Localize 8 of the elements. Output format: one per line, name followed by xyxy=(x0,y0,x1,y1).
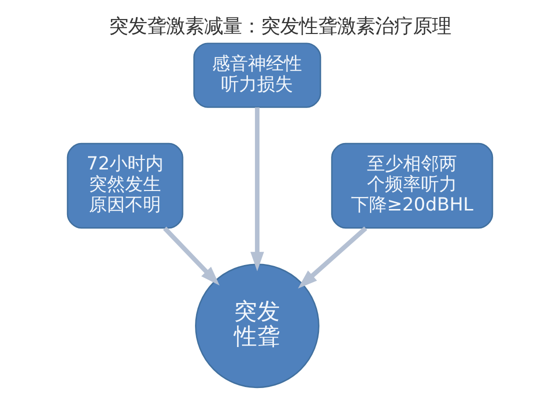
node-circle: 突发性聋 xyxy=(195,264,320,388)
arrow xyxy=(250,107,264,272)
diagram-title: 突发聋激素减量：突发性聋激素治疗原理 xyxy=(109,14,451,38)
arrow xyxy=(298,226,368,288)
node-box: 至少相邻两个频率听力下降≥20dBHL xyxy=(331,142,494,229)
node-box: 72小时内突然发生原因不明 xyxy=(66,142,184,229)
node-box: 感音神经性听力损失 xyxy=(193,42,322,108)
arrow xyxy=(163,226,220,286)
